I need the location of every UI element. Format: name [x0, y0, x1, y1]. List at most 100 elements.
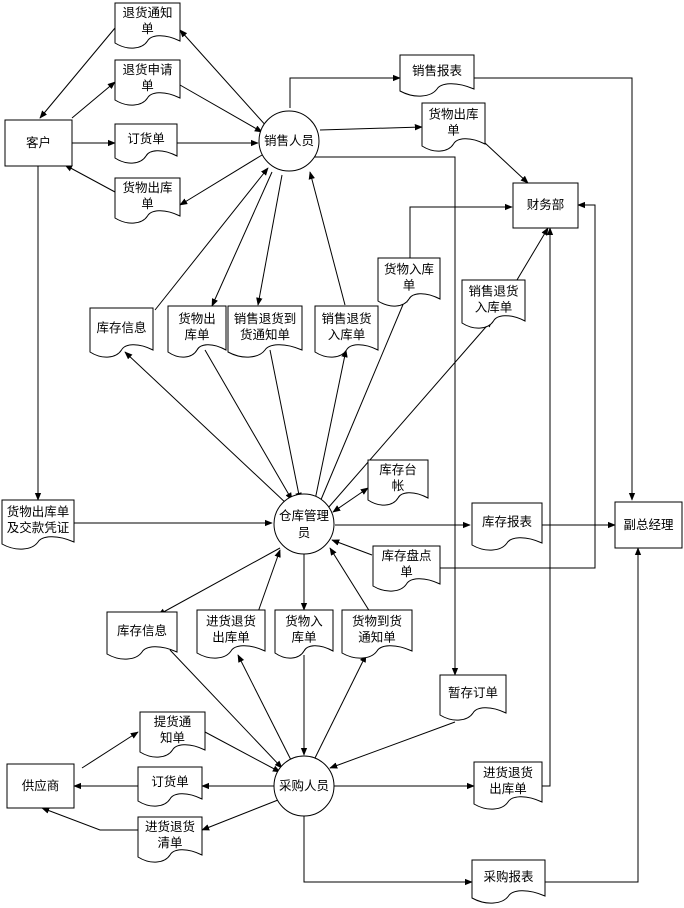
doc-shape	[1, 499, 75, 550]
doc-order-customer[interactable]: 订货单	[114, 123, 178, 164]
doc-label: 出库单	[489, 781, 527, 796]
edge-pending-to-purchase	[329, 721, 456, 769]
entity-customer[interactable]: 客户	[4, 119, 73, 167]
doc-outbound-mid[interactable]: 货物出库单	[167, 305, 227, 358]
doc-label: 库存报表	[482, 514, 533, 529]
entity-supplier[interactable]: 供应商	[6, 763, 75, 809]
doc-inventory-report[interactable]: 库存报表	[471, 502, 543, 551]
doc-shape	[314, 305, 379, 358]
role-warehouse-label-2: 员	[298, 525, 311, 540]
doc-shape	[421, 102, 486, 152]
doc-label: 库单	[184, 327, 209, 342]
doc-label: 库存台	[379, 462, 417, 477]
doc-label: 及交款凭证	[7, 520, 70, 535]
doc-label: 出库单	[212, 630, 250, 645]
doc-shape	[137, 816, 203, 863]
doc-label: 退货申请	[122, 62, 172, 77]
doc-shape	[227, 305, 303, 358]
edge-customer-to-request	[71, 81, 116, 119]
doc-shape	[471, 502, 543, 551]
entity-finance[interactable]: 财务部	[512, 182, 579, 229]
edge-warehouse-to-return-inbound	[314, 349, 348, 501]
doc-label: 单	[141, 78, 154, 93]
doc-outbound-customer[interactable]: 货物出库单	[114, 177, 181, 224]
edge-report-to-vp	[474, 77, 636, 501]
edge-outbound-mid-to-warehouse	[204, 349, 293, 501]
doc-label: 订货单	[127, 131, 165, 146]
doc-shape	[341, 609, 413, 659]
doc-label: 货物到货	[352, 614, 402, 629]
edge-purchase-to-arrival	[313, 654, 367, 761]
edge-purchase-to-purchase-report	[303, 815, 473, 886]
edge-sales-to-report	[289, 74, 401, 108]
doc-label: 知单	[160, 730, 185, 745]
edge-purchase-to-pickup	[204, 731, 281, 773]
edge-sales-to-return-arrival	[256, 174, 283, 306]
edge-check-to-warehouse	[331, 539, 373, 556]
role-purchase[interactable]: 采购人员	[273, 755, 335, 817]
edge-request-to-sales	[179, 84, 263, 133]
doc-label: 货通知单	[240, 327, 290, 342]
doc-shape	[114, 123, 178, 164]
entity-vp-label: 副总经理	[623, 517, 674, 532]
doc-label: 帐	[392, 478, 405, 493]
edge-sales-to-notice	[179, 29, 269, 129]
doc-shape	[461, 279, 526, 329]
doc-label: 清单	[157, 835, 182, 850]
doc-shape	[137, 766, 203, 807]
doc-sales-report[interactable]: 销售报表	[399, 54, 475, 97]
doc-label: 提货通	[154, 714, 192, 729]
doc-shape	[196, 609, 266, 659]
entity-customer-label: 客户	[26, 135, 51, 150]
doc-label: 单	[403, 278, 416, 293]
doc-order-supplier[interactable]: 订货单	[137, 766, 203, 807]
edge-sales-to-outbound-mid	[211, 171, 273, 307]
doc-label: 销售退货到	[234, 311, 297, 326]
doc-label: 货物出库	[122, 180, 172, 195]
edge-purchase-report-to-vp	[545, 547, 642, 883]
doc-purchase-report[interactable]: 采购报表	[471, 859, 546, 904]
doc-shape	[399, 54, 475, 97]
doc-label: 库存盘点	[381, 548, 431, 563]
edges	[34, 27, 642, 886]
edge-return-outbound-to-warehouse	[257, 549, 281, 613]
doc-label: 库存信息	[117, 623, 167, 638]
doc-shape	[139, 711, 206, 758]
doc-outbound-sales[interactable]: 货物出库单	[421, 102, 486, 152]
doc-shape	[114, 59, 181, 106]
role-warehouse-label-1: 仓库管理	[279, 508, 330, 523]
edge-return-arrival-to-warehouse	[269, 349, 302, 501]
doc-shape	[372, 545, 441, 592]
doc-inventory-info-bottom[interactable]: 库存信息	[106, 611, 178, 660]
doc-label: 进货退货	[206, 614, 256, 629]
doc-shape	[471, 859, 546, 904]
doc-shape	[114, 2, 181, 49]
role-sales[interactable]: 销售人员	[258, 110, 320, 172]
doc-label: 暂存订单	[448, 685, 498, 700]
doc-label: 通知单	[358, 630, 396, 645]
doc-inventory-info-top[interactable]: 库存信息	[89, 307, 154, 358]
doc-shape	[367, 459, 429, 506]
role-warehouse[interactable]: 仓库管理 员	[273, 493, 335, 555]
doc-label: 单	[447, 123, 460, 138]
entity-vp[interactable]: 副总经理	[614, 501, 683, 549]
doc-label: 进货退货	[483, 765, 533, 780]
doc-pending-order[interactable]: 暂存订单	[439, 674, 507, 721]
doc-label: 单	[141, 196, 154, 211]
